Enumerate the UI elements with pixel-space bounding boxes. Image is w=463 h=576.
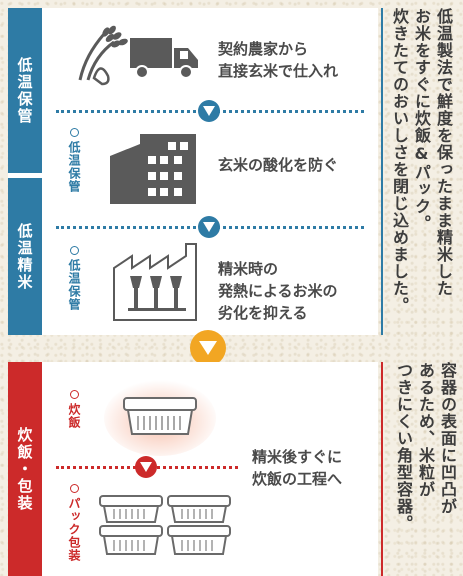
stage-label-text: 低温精米 [15, 222, 34, 291]
blue-side-note: 低温製法で鮮度を保ったまま精米した お米をすぐに炊飯&パック。 炊きたてのおいし… [388, 8, 454, 335]
process-note-line2: 炊飯の工程へ [252, 470, 343, 488]
process-note-line1: 精米後すぐに [252, 448, 343, 466]
truck-icon [130, 36, 200, 80]
sub-label-text: 低温保管 [67, 141, 81, 193]
red-side-rule [381, 362, 383, 576]
sub-label-low-temp-storage-2: 低温保管 [66, 246, 83, 311]
stage-label-low-temp-polishing: 低温精米 [8, 178, 42, 335]
stage-label-text: 低温保管 [15, 56, 34, 125]
circle-marker-icon [70, 246, 79, 255]
stage-label-cooking-packaging: 炊飯・包装 [8, 362, 42, 576]
step-contract-text: 契約農家から 直接玄米で仕入れ [218, 38, 338, 82]
sub-label-cooking: 炊飯 [66, 390, 83, 429]
sub-label-text: パック包装 [67, 497, 81, 562]
sub-label-text: 炊飯 [67, 403, 81, 429]
stage-label-low-temp-storage: 低温保管 [8, 8, 42, 173]
red-side-note-line1: 容器の表面に凹凸が [438, 362, 457, 515]
circle-marker-icon [70, 128, 79, 137]
sub-label-text: 低温保管 [67, 259, 81, 311]
blue-side-note-line1: 低温製法で鮮度を保ったまま精米した [434, 8, 453, 297]
step-polishing-line3: 劣化を抑える [218, 304, 308, 322]
blue-side-note-line2: お米をすぐに炊飯&パック。 [412, 8, 431, 232]
down-arrow-icon [198, 100, 220, 122]
red-side-note: 容器の表面に凹凸が あるため、米粒が つきにくい角型容器。 [392, 362, 458, 576]
red-side-note-line2: あるため、米粒が [416, 362, 435, 498]
blue-side-note-line3: 炊きたてのおいしさを閉じ込めました。 [390, 8, 409, 314]
step-oxidation-text: 玄米の酸化を防ぐ [218, 156, 339, 174]
blue-side-rule [381, 8, 383, 335]
down-arrow-icon [135, 456, 157, 478]
circle-marker-icon [70, 390, 79, 399]
step-contract-line1: 契約農家から [218, 40, 309, 58]
warehouse-icon [110, 134, 198, 204]
circle-marker-icon [70, 484, 79, 493]
rice-tray-icon [104, 376, 216, 456]
step-polishing-line1: 精米時の [218, 260, 279, 278]
red-side-note-line3: つきにくい角型容器。 [394, 362, 413, 532]
sub-label-low-temp-storage: 低温保管 [66, 128, 83, 193]
stage-label-text: 炊飯・包装 [15, 426, 34, 512]
step-polishing-line2: 発熱によるお米の [218, 282, 338, 300]
factory-icon [112, 242, 202, 322]
stacked-trays-icon [94, 490, 240, 572]
step-contract-line2: 直接玄米で仕入れ [218, 62, 339, 80]
down-arrow-icon [198, 216, 220, 238]
transition-arrow-icon [190, 330, 226, 366]
process-note-text: 精米後すぐに 炊飯の工程へ [252, 446, 342, 490]
sub-label-packing: パック包装 [66, 484, 83, 562]
rice-plant-icon [70, 22, 130, 86]
step-polishing-text: 精米時の 発熱によるお米の 劣化を抑える [218, 258, 338, 324]
